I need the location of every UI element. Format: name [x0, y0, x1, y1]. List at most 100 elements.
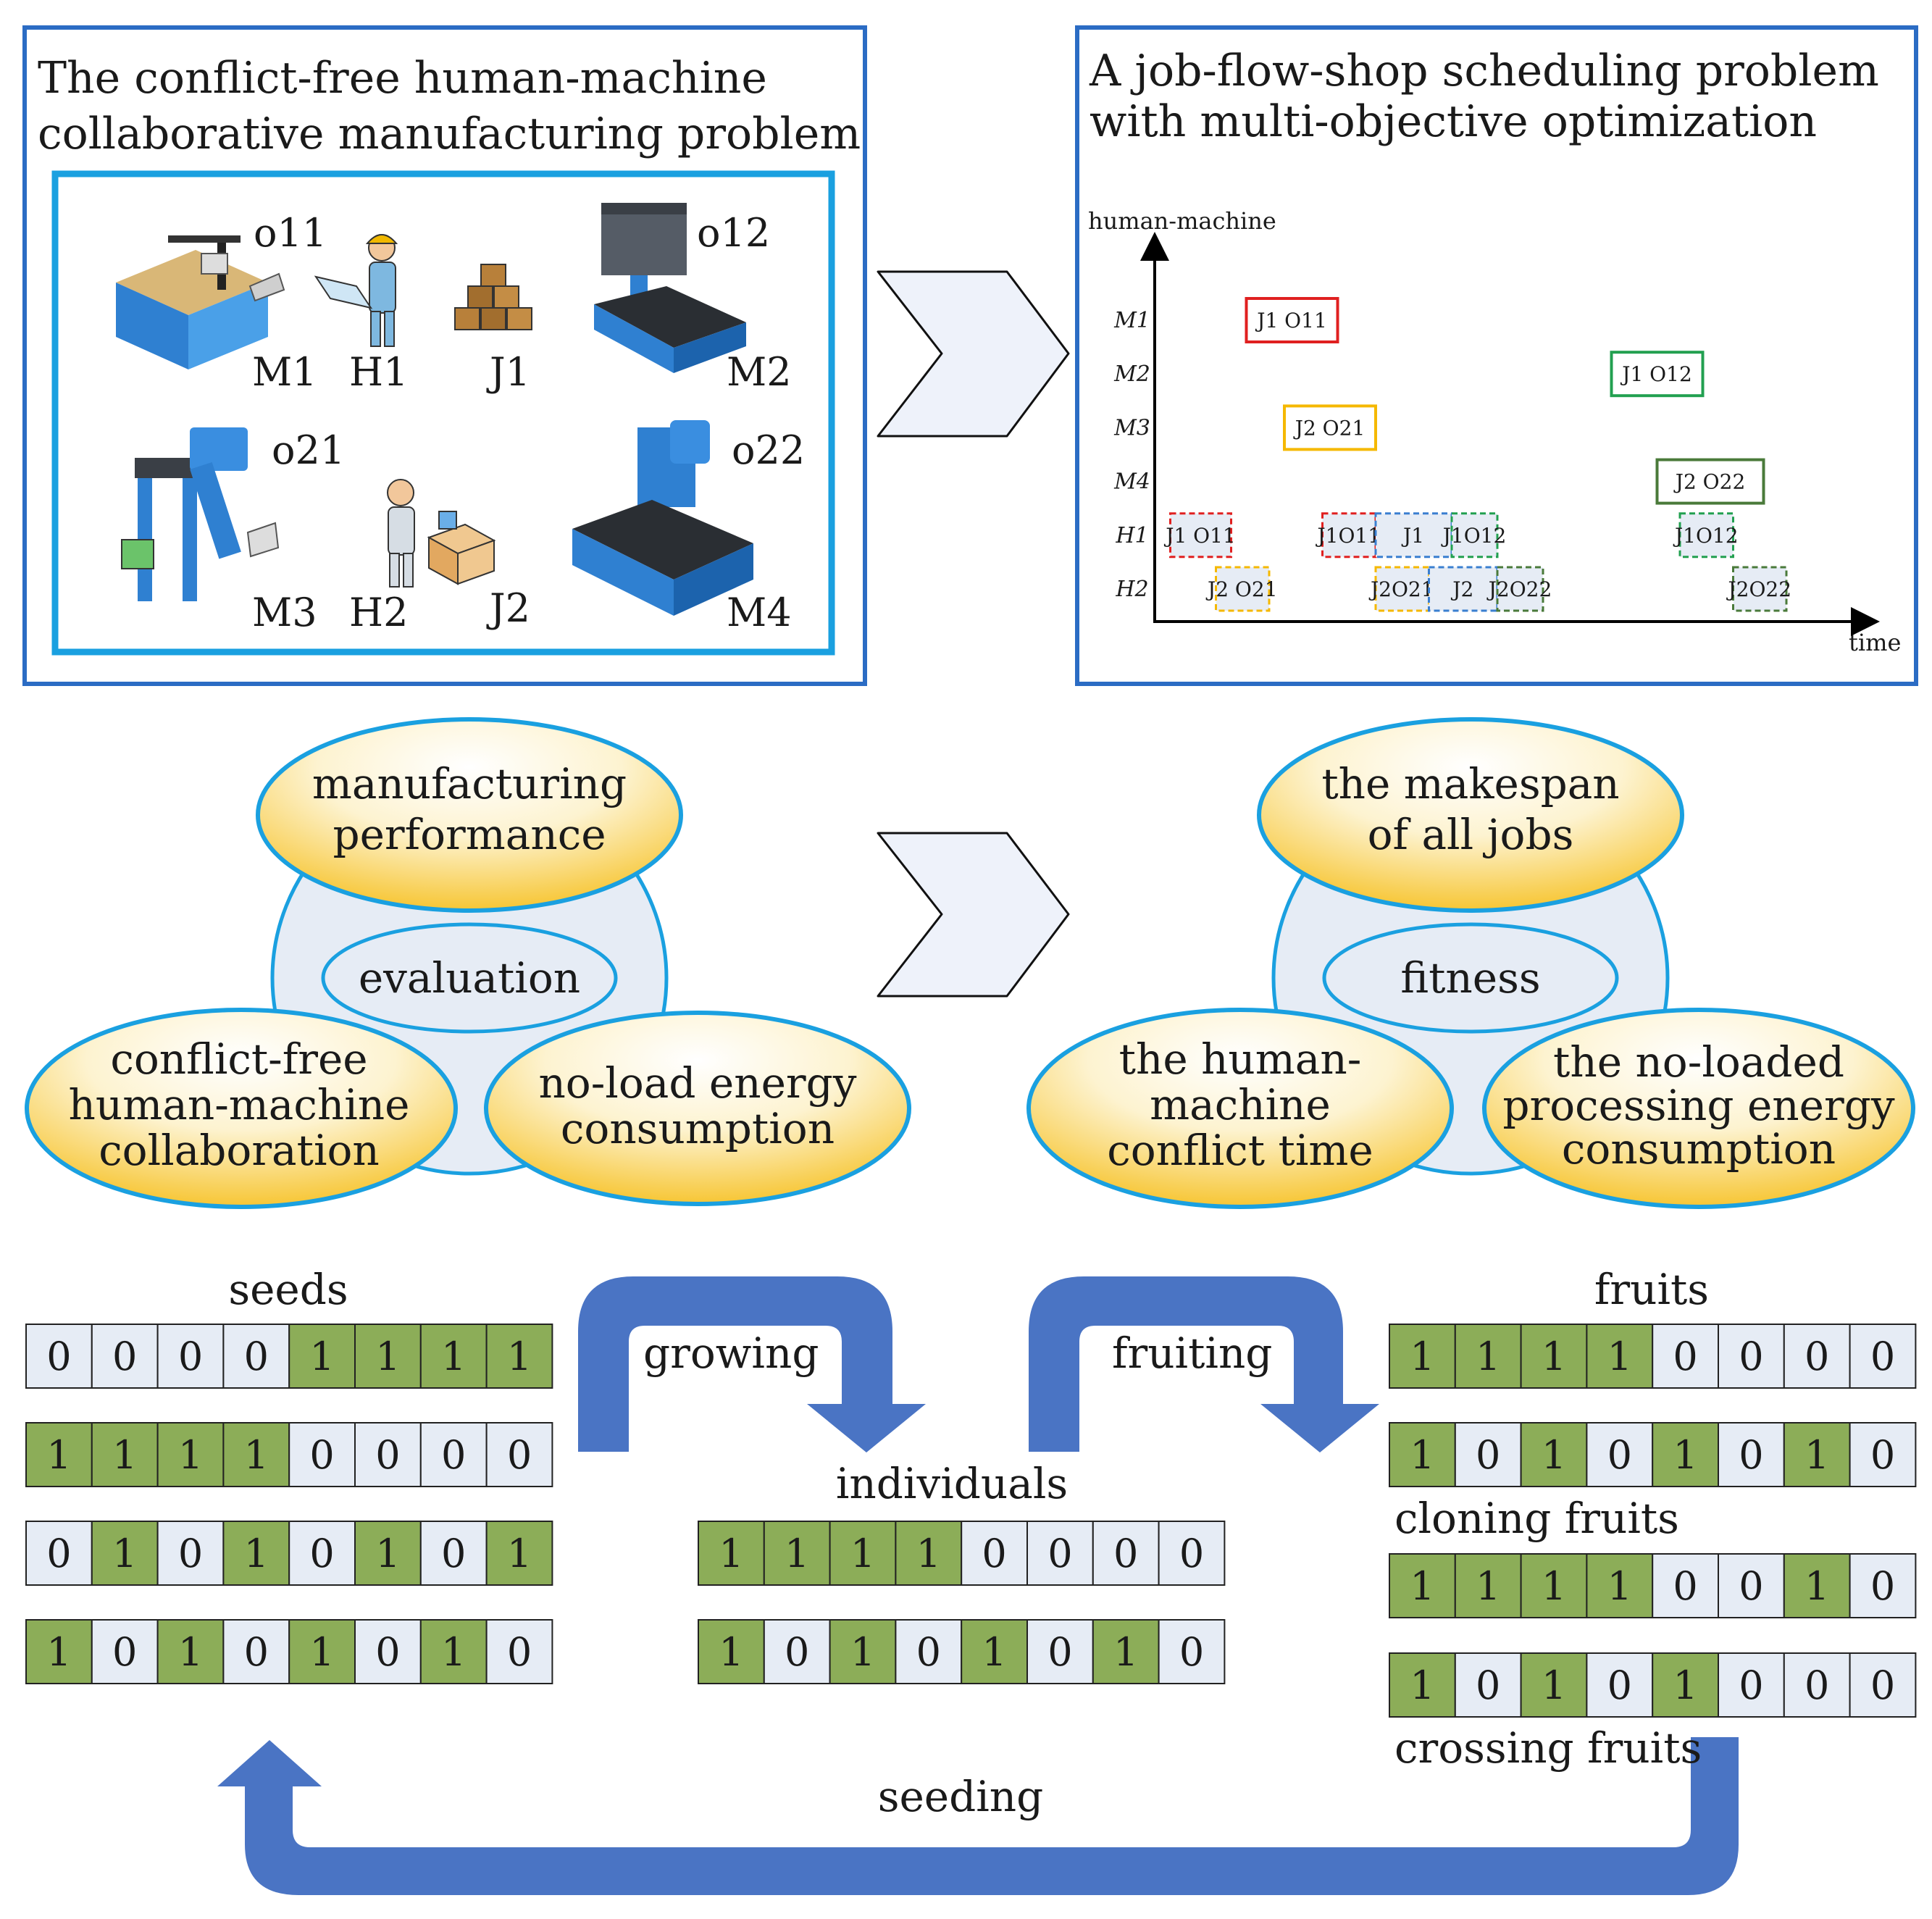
- bit-value: 0: [1739, 1432, 1763, 1478]
- bit-value: 0: [1739, 1334, 1763, 1379]
- bit-cell: [1718, 1422, 1785, 1487]
- node-no-load-line-2: consumption: [561, 1104, 835, 1153]
- bit-cell: [1520, 1324, 1588, 1389]
- node-conflict-free-line-3: collaboration: [99, 1126, 380, 1175]
- bit-value: 0: [309, 1432, 334, 1478]
- label-growing: growing: [643, 1329, 819, 1378]
- gantt-task-bar: [1169, 512, 1232, 559]
- bit-value: 0: [916, 1629, 941, 1675]
- bit-value: 0: [1739, 1563, 1763, 1609]
- gantt-task-label: J1O11: [1315, 524, 1381, 548]
- bit-value: 0: [1805, 1663, 1829, 1708]
- bit-value: 1: [1607, 1563, 1632, 1609]
- bit-value: 0: [1047, 1629, 1072, 1675]
- bit-value: 0: [1607, 1663, 1632, 1708]
- label-fruiting: fruiting: [1112, 1329, 1272, 1378]
- label-h1: H1: [349, 349, 408, 395]
- bit-value: 1: [1607, 1334, 1632, 1379]
- bit-cell: [1520, 1652, 1588, 1718]
- bit-value: 1: [112, 1432, 137, 1478]
- gantt-task-label: J2O22: [1486, 577, 1552, 601]
- bit-cell: [91, 1619, 159, 1684]
- bit-cell: [1454, 1652, 1522, 1718]
- bit-value: 1: [1542, 1563, 1566, 1609]
- bit-value: 1: [850, 1531, 875, 1576]
- bit-cell: [895, 1619, 963, 1684]
- node-conflict-free-line-1: conflict-free: [110, 1034, 367, 1084]
- bit-cell: [1849, 1553, 1917, 1618]
- gantt-task-label: J1 O11: [1163, 524, 1236, 548]
- bit-value: 0: [178, 1531, 203, 1576]
- bit-value: 1: [719, 1531, 743, 1576]
- bit-value: 0: [1870, 1432, 1895, 1478]
- gantt-task: J1O11: [1315, 512, 1381, 559]
- bit-value: 0: [1870, 1563, 1895, 1609]
- gantt-task-label: J2 O21: [1293, 416, 1366, 440]
- gantt-task: J1: [1374, 512, 1453, 559]
- bit-value: 1: [441, 1334, 466, 1379]
- bit-cell: [485, 1619, 553, 1684]
- node-conflict-time-line-3: conflict time: [1107, 1126, 1373, 1175]
- ellipse-no-loaded-energy: [1482, 1008, 1915, 1209]
- bit-value: 0: [1113, 1531, 1138, 1576]
- bit-value: 1: [1410, 1334, 1434, 1379]
- node-no-loaded-line-1: the no-loaded: [1553, 1037, 1844, 1087]
- bit-value: 1: [1410, 1432, 1434, 1478]
- bit-cell: [1586, 1422, 1654, 1487]
- bit-cell: [1652, 1422, 1719, 1487]
- x-axis-label: time: [1849, 629, 1901, 656]
- bit-cell: [1389, 1422, 1456, 1487]
- gantt-task-label: J1O12: [1441, 524, 1507, 548]
- label-m1: M1: [252, 349, 317, 395]
- bit-cell: [961, 1619, 1028, 1684]
- node-no-load-line-1: no-load energy: [538, 1058, 856, 1108]
- gantt-task: J1O12: [1441, 512, 1507, 559]
- label-o22: o22: [732, 427, 805, 473]
- machine-m3-icon: [121, 427, 280, 601]
- bit-value: 1: [507, 1531, 532, 1576]
- bit-cell: [1652, 1652, 1719, 1718]
- node-manufacturing-line-2: performance: [333, 810, 606, 859]
- bit-value: 1: [46, 1432, 71, 1478]
- gantt-task: J2 O21: [1283, 404, 1377, 451]
- bit-value: 1: [1542, 1334, 1566, 1379]
- gantt-task: J1 O11: [1245, 297, 1339, 343]
- bit-cell: [1092, 1521, 1160, 1586]
- gantt-task-bar: [1610, 351, 1705, 398]
- bit-value: 0: [112, 1629, 137, 1675]
- bit-value: 0: [375, 1629, 400, 1675]
- bit-value: 0: [1179, 1629, 1204, 1675]
- gantt-task-bar: [1496, 566, 1544, 612]
- y-axis-label: human-machine: [1088, 207, 1276, 235]
- bit-cell: [485, 1521, 553, 1586]
- node-no-loaded-line-3: consumption: [1562, 1124, 1836, 1174]
- bit-cell: [1520, 1553, 1588, 1618]
- bit-value: 1: [112, 1531, 137, 1576]
- bit-cell: [1783, 1652, 1851, 1718]
- gantt-task-label: J2: [1450, 577, 1473, 601]
- bit-cell: [1520, 1422, 1588, 1487]
- human-h1-icon: [314, 234, 398, 347]
- bit-value: 0: [1870, 1334, 1895, 1379]
- bit-value: 0: [1739, 1663, 1763, 1708]
- bit-cell: [1586, 1652, 1654, 1718]
- bit-cell: [1092, 1619, 1160, 1684]
- gantt-task-bar: [1321, 512, 1377, 559]
- gantt-row-label: H1: [1115, 523, 1148, 548]
- bit-value: 1: [1410, 1663, 1434, 1708]
- scheduling-panel: A job-flow-shop scheduling problem with …: [1075, 25, 1918, 686]
- bit-cell: [222, 1324, 290, 1389]
- bit-cell: [222, 1422, 290, 1487]
- gantt-task-label: J2O21: [1368, 577, 1434, 601]
- chevron-arrow-middle: [877, 832, 1070, 998]
- gantt-task-bar: [1655, 458, 1765, 505]
- bit-value: 1: [375, 1531, 400, 1576]
- bit-value: 1: [441, 1629, 466, 1675]
- gantt-task: J2O21: [1368, 566, 1434, 612]
- bit-cell: [156, 1324, 225, 1389]
- node-conflict-time-line-1: the human-: [1119, 1034, 1362, 1084]
- bit-cell: [763, 1521, 831, 1586]
